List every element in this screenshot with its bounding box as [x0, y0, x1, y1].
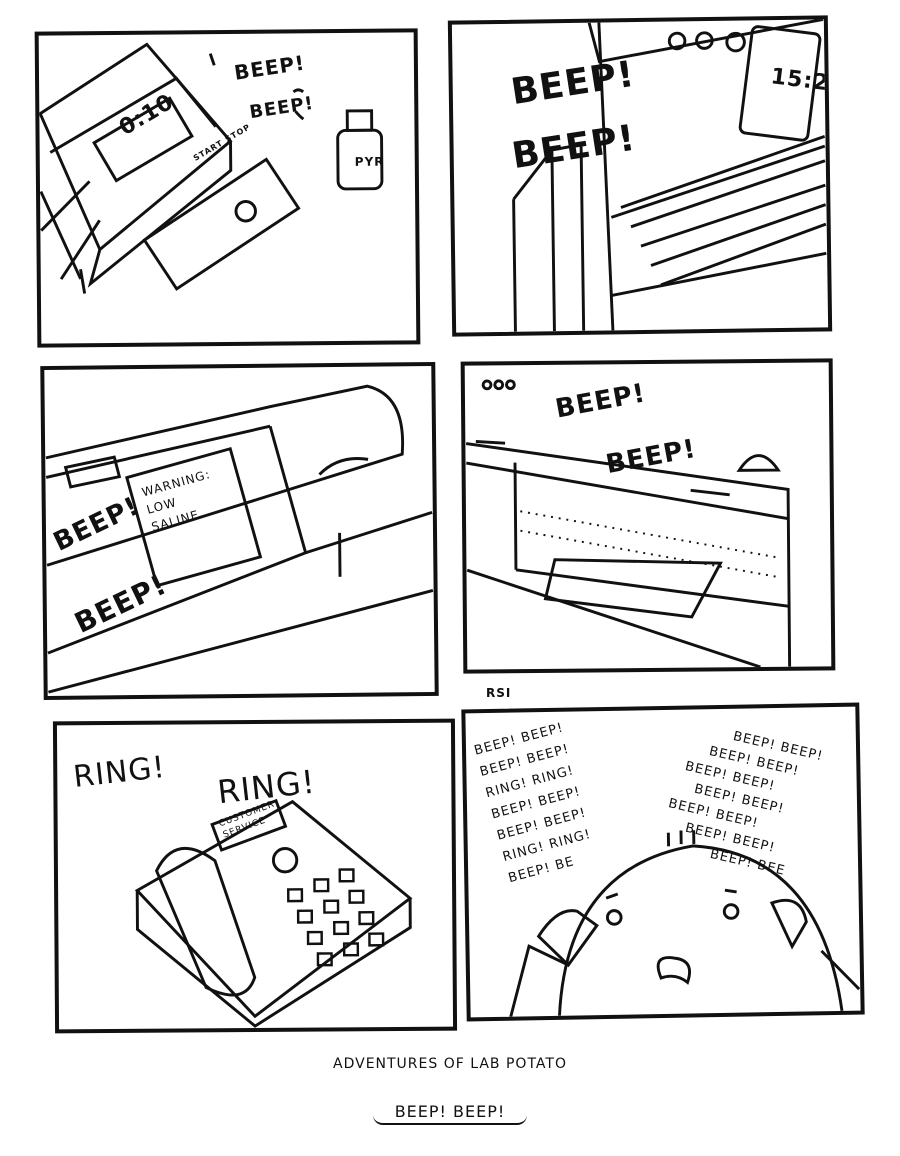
pump-drawing	[45, 384, 434, 694]
corner-mark: RSI	[486, 686, 512, 700]
comic-subtitle-wrap: BEEP! BEEP!	[0, 1100, 900, 1125]
panel-timer: 0:10 START STOP PYR BEEP! BEEP!	[34, 28, 421, 348]
telephone-drawing	[134, 798, 413, 1028]
panel-fume-hood: BEEP! BEEP!	[460, 358, 836, 674]
hood-drawing	[465, 379, 792, 669]
fridge-drawing	[512, 19, 827, 332]
panel-infusion-pump: WARNING: LOW SALINE. BEEP! BEEP!	[40, 361, 439, 701]
comic-subtitle: BEEP! BEEP!	[372, 1100, 528, 1125]
panel-fridge: 15:2 BEEP! BEEP!	[447, 15, 833, 337]
bottle-label: PYR	[354, 154, 385, 169]
comic-title: ADVENTURES OF LAB POTATO	[333, 1056, 567, 1072]
potato-drawing	[509, 830, 861, 1018]
timer-drawing	[38, 42, 384, 294]
panel-telephone: CUSTOMER SERVICE RING! RING!	[52, 718, 458, 1034]
panel-lab-potato: BEEP! BEEP! BEEP! BEEP! RING! RING! BEEP…	[461, 702, 865, 1022]
